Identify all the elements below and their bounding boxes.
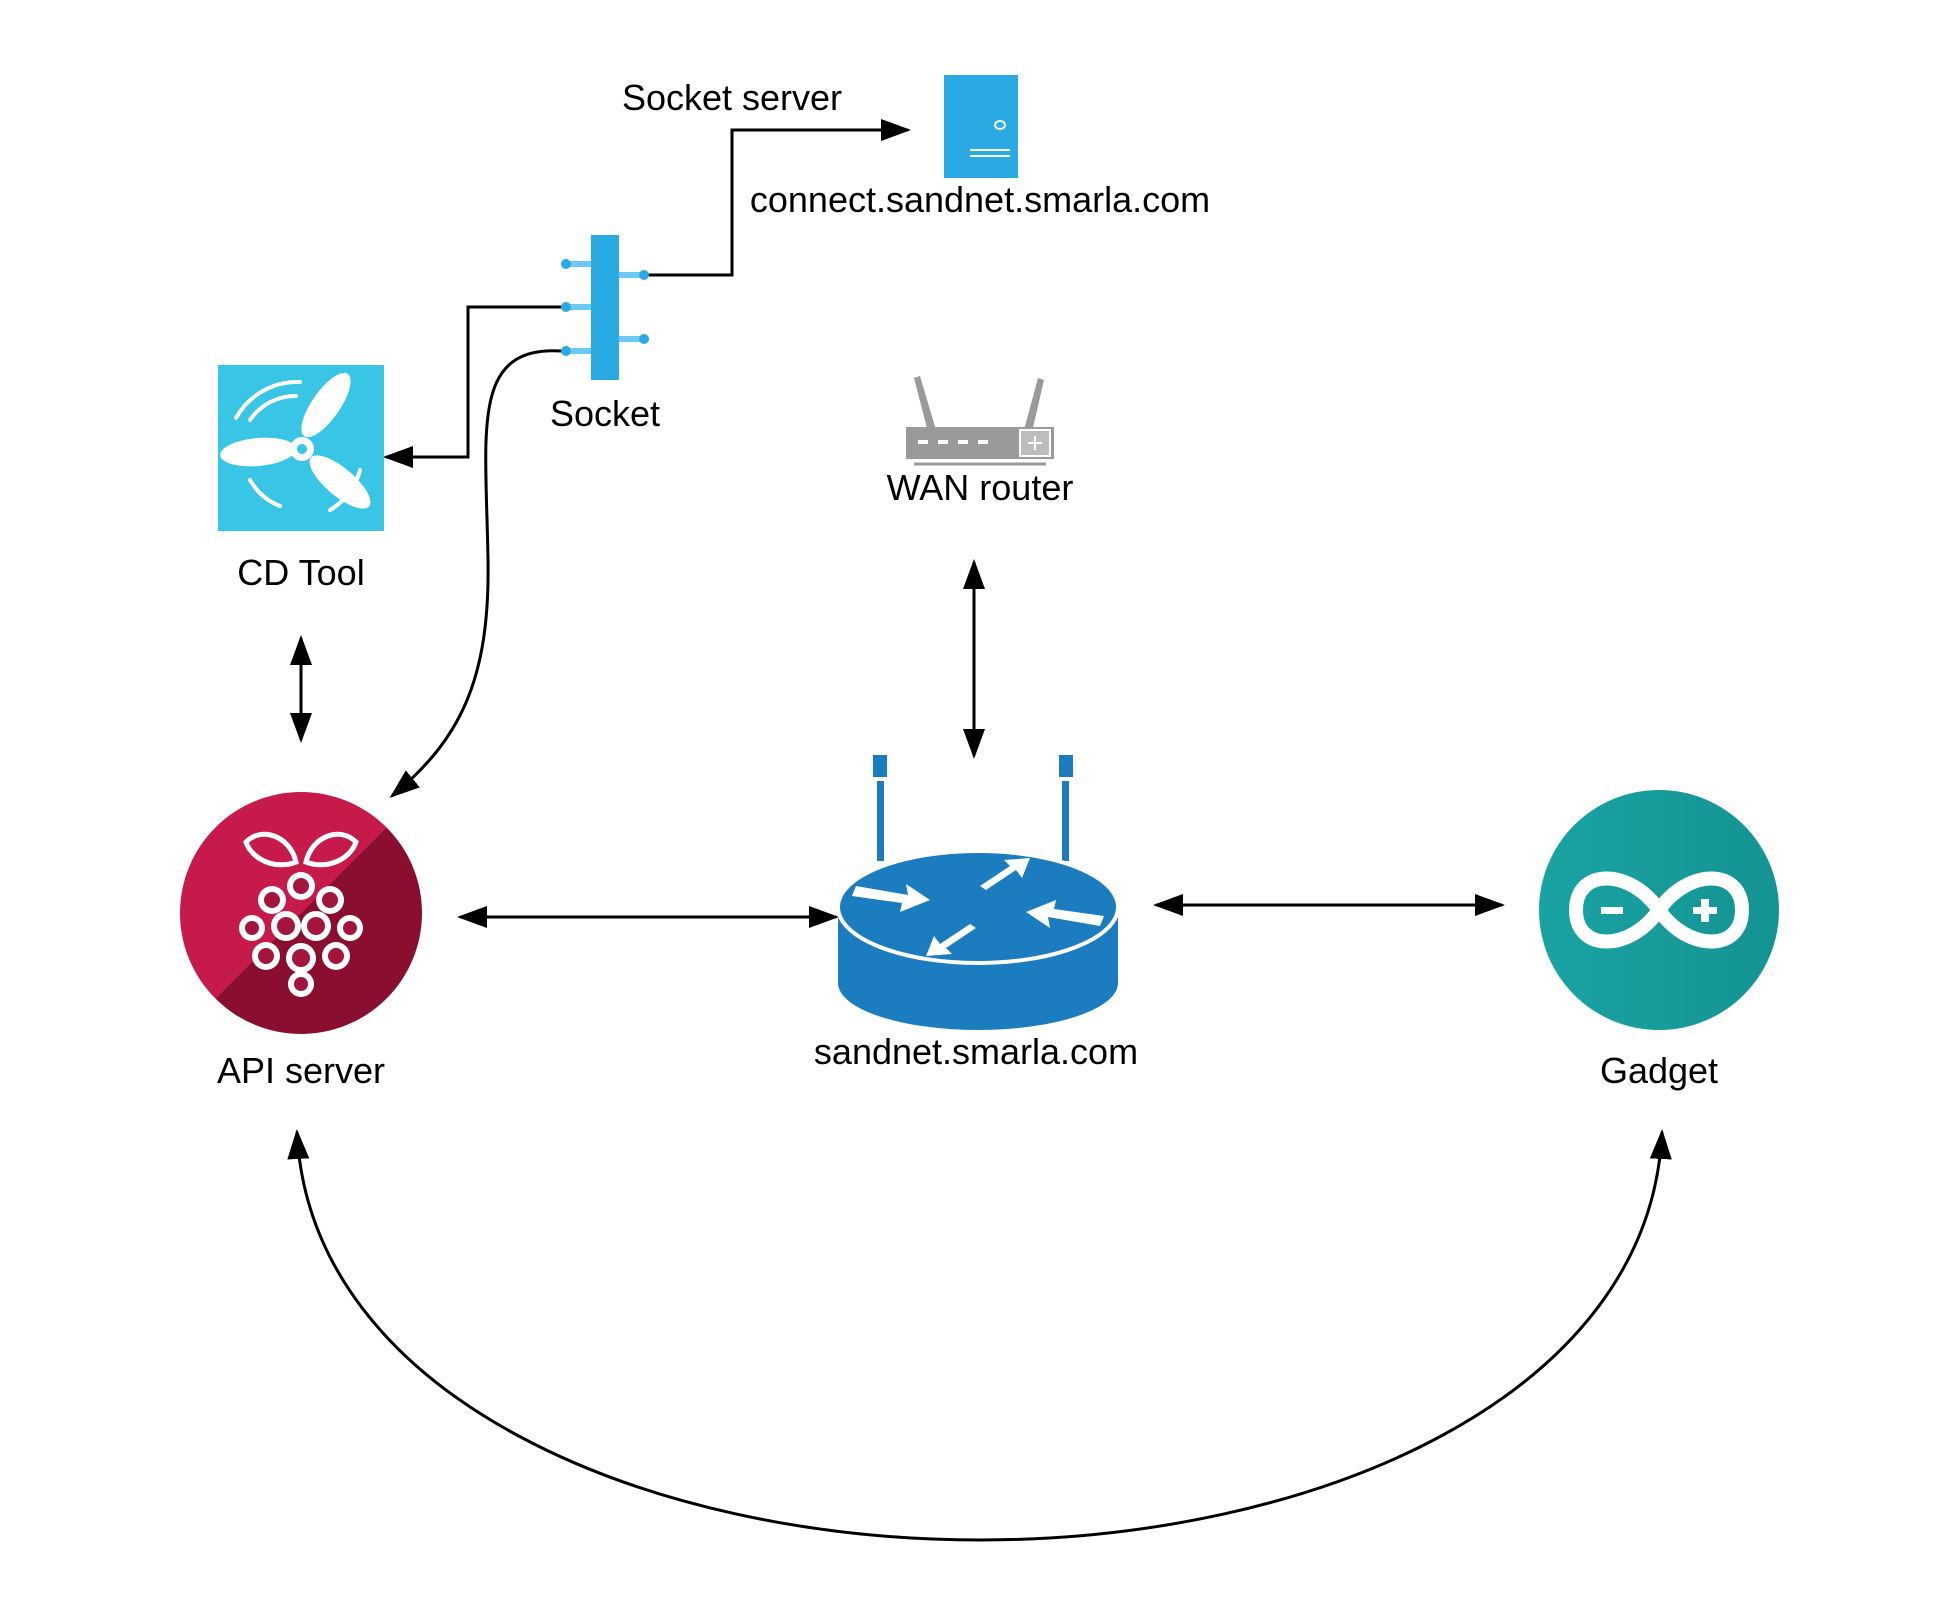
node-cd-tool: CD Tool <box>218 365 384 593</box>
edge-socket-to-socket-server <box>640 119 911 277</box>
node-router: sandnet.smarla.com <box>814 755 1138 1072</box>
wan-router-label: WAN router <box>887 467 1074 508</box>
node-gadget: Gadget <box>1539 790 1779 1091</box>
node-socket: Socket <box>550 235 660 434</box>
propeller-icon <box>218 365 384 531</box>
node-socket-server: Socket server connect.sandnet.smarla.com <box>622 75 1210 220</box>
socket-server-caption: Socket server <box>622 77 842 118</box>
router-icon <box>836 755 1120 1030</box>
node-api-server: API server <box>180 792 422 1091</box>
wan-router-icon <box>906 376 1054 466</box>
api-server-label: API server <box>217 1050 385 1091</box>
node-wan-router: WAN router <box>887 376 1074 508</box>
edge-socket-to-cd-tool <box>383 305 562 468</box>
socket-icon <box>561 235 649 380</box>
router-label: sandnet.smarla.com <box>814 1031 1138 1072</box>
edge-socket-to-api-server <box>389 349 563 798</box>
server-icon <box>944 75 1018 178</box>
raspberry-pi-icon <box>180 792 422 1034</box>
socket-server-label: connect.sandnet.smarla.com <box>750 179 1210 220</box>
gadget-label: Gadget <box>1600 1050 1718 1091</box>
arduino-icon <box>1539 790 1779 1030</box>
edge-api-server-gadget <box>287 1129 1672 1542</box>
socket-label: Socket <box>550 393 660 434</box>
edges <box>287 119 1672 1542</box>
cd-tool-label: CD Tool <box>237 552 364 593</box>
